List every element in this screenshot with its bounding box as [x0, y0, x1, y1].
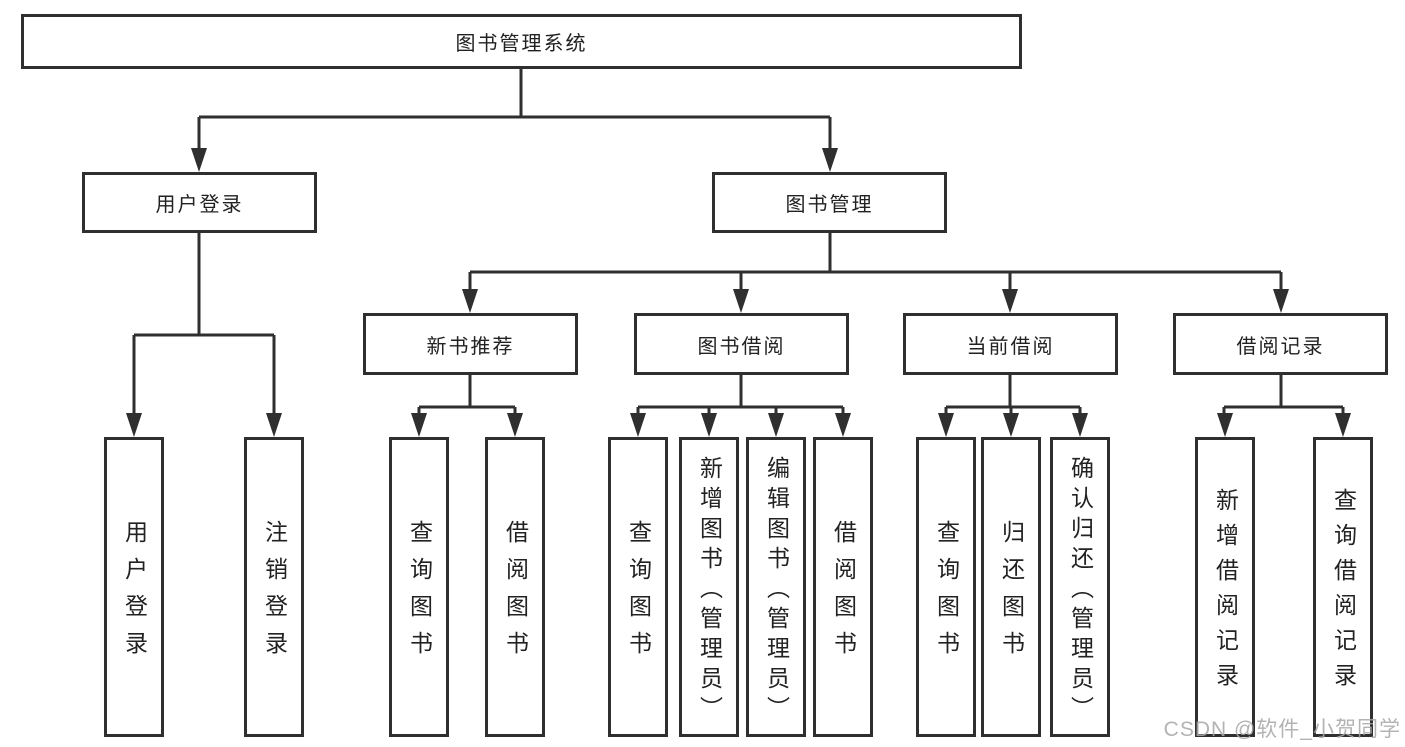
leaf-label: 确认归还（管理员）: [1067, 455, 1094, 726]
leaf-logout: 注销登录: [244, 437, 304, 737]
node-label: 图书管理: [785, 194, 874, 216]
leaf-label: 注销登录: [261, 520, 288, 668]
tree-edges: [132, 69, 1345, 415]
node-label: 新书推荐: [426, 335, 515, 358]
leaf-label: 借阅图书: [502, 520, 529, 668]
leaf-label: 新增借阅记录: [1212, 488, 1239, 698]
leaf-add-book-admin: 新增图书（管理员）: [679, 437, 739, 737]
csdn-watermark: CSDN @软件_小贺同学: [1163, 718, 1401, 741]
leaf-query-borrow-record: 查询借阅记录: [1313, 437, 1373, 737]
leaf-edit-book-admin: 编辑图书（管理员）: [746, 437, 806, 737]
leaf-confirm-return-admin: 确认归还（管理员）: [1050, 437, 1110, 737]
leaf-label: 查询图书: [933, 520, 960, 668]
node-label: 图书管理系统: [455, 33, 588, 55]
leaf-add-borrow-record: 新增借阅记录: [1195, 437, 1255, 737]
node-label: 借阅记录: [1236, 335, 1325, 358]
node-label: 用户登录: [155, 194, 244, 216]
leaf-return-books: 归还图书: [981, 437, 1041, 737]
leaf-label: 借阅图书: [830, 520, 857, 668]
leaf-label: 查询借阅记录: [1330, 488, 1357, 698]
leaf-label: 查询图书: [625, 520, 652, 668]
leaf-label: 新增图书（管理员）: [696, 455, 723, 726]
node-label: 图书借阅: [697, 335, 786, 358]
leaf-query-books-borrowing: 查询图书: [608, 437, 668, 737]
node-current-borrowing: 当前借阅: [903, 313, 1118, 375]
leaf-query-books-current: 查询图书: [916, 437, 976, 737]
leaf-user-login: 用户登录: [104, 437, 164, 737]
node-user-login: 用户登录: [82, 172, 317, 233]
arrowhead-icons: [126, 148, 1351, 437]
leaf-borrow-books: 借阅图书: [813, 437, 873, 737]
node-root-system: 图书管理系统: [21, 14, 1022, 69]
leaf-label: 查询图书: [406, 520, 433, 668]
node-borrowing-records: 借阅记录: [1173, 313, 1388, 375]
leaf-query-books-recommend: 查询图书: [389, 437, 449, 737]
node-label: 当前借阅: [966, 335, 1055, 358]
node-new-book-recommend: 新书推荐: [363, 313, 578, 375]
node-book-management: 图书管理: [712, 172, 947, 233]
leaf-label: 归还图书: [998, 520, 1025, 668]
leaf-label: 用户登录: [121, 520, 148, 668]
leaf-label: 编辑图书（管理员）: [763, 455, 790, 726]
leaf-borrow-books-recommend: 借阅图书: [485, 437, 545, 737]
node-book-borrowing: 图书借阅: [634, 313, 849, 375]
